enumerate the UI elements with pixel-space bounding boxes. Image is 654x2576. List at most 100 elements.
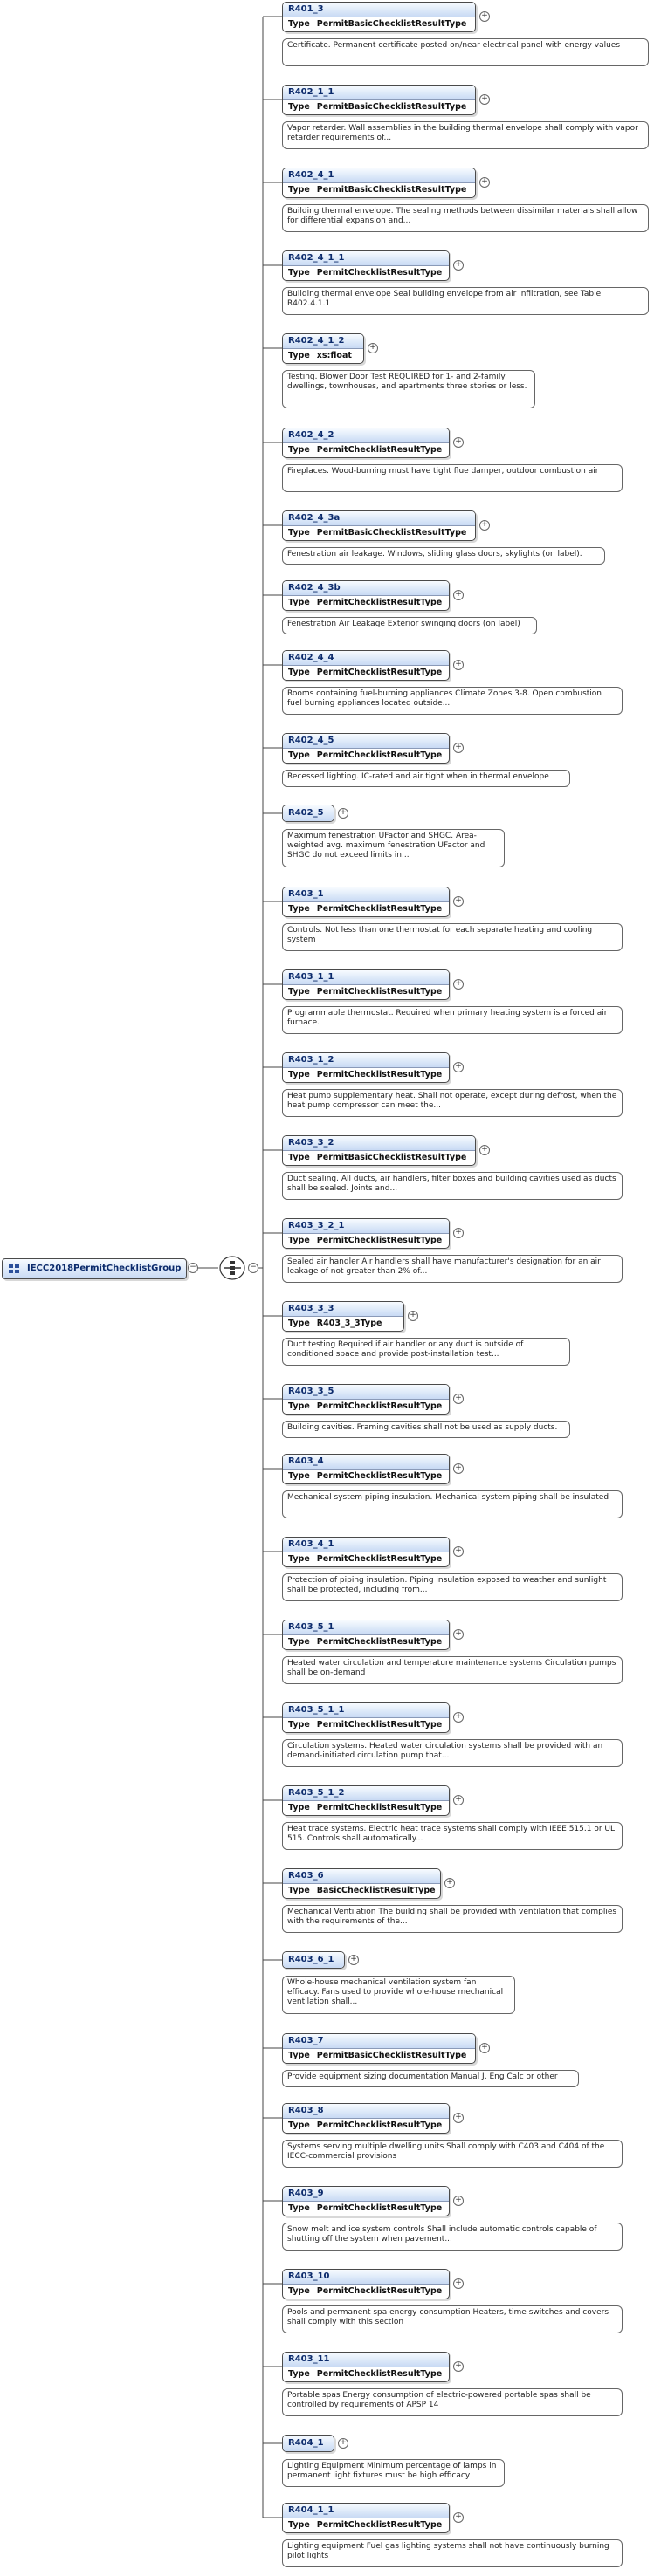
element-name: R403_6_1 <box>283 1952 344 1968</box>
documentation-note: Circulation systems. Heated water circul… <box>282 1739 623 1767</box>
expand-icon[interactable]: + <box>453 260 464 271</box>
type-value: PermitChecklistResultType <box>316 904 443 914</box>
type-label: Type <box>288 2520 310 2530</box>
expand-icon[interactable]: + <box>453 1394 464 1404</box>
element-name: R404_1 <box>283 2436 334 2451</box>
expand-icon[interactable]: + <box>453 1795 464 1805</box>
documentation-note: Recessed lighting. IC-rated and air tigh… <box>282 770 570 787</box>
expand-icon[interactable]: + <box>453 590 464 600</box>
expand-icon[interactable]: + <box>453 896 464 907</box>
expand-icon[interactable]: + <box>453 2512 464 2523</box>
expand-icon[interactable]: + <box>338 808 348 819</box>
expand-icon[interactable]: + <box>444 1878 455 1888</box>
expand-icon[interactable]: + <box>453 1228 464 1238</box>
compositor-collapse-toggle[interactable]: − <box>248 1263 258 1273</box>
documentation-note: Protection of piping insulation. Piping … <box>282 1573 623 1601</box>
type-value: PermitChecklistResultType <box>316 750 443 760</box>
documentation-note: Lighting Equipment Minimum percentage of… <box>282 2459 505 2487</box>
expand-icon[interactable]: + <box>453 1062 464 1072</box>
expand-icon[interactable]: + <box>453 2278 464 2289</box>
element-group-icon <box>9 1264 19 1273</box>
expand-icon[interactable]: + <box>453 979 464 990</box>
expand-icon[interactable]: + <box>453 743 464 753</box>
documentation-note: Rooms containing fuel-burning appliances… <box>282 687 623 715</box>
type-label: Type <box>288 2203 310 2213</box>
element-r402-5[interactable]: R402_5 <box>282 805 334 822</box>
element-name: R403_5_1 <box>283 1620 449 1635</box>
expand-icon[interactable]: + <box>453 1629 464 1640</box>
element-name: R403_3_3 <box>283 1302 403 1317</box>
expand-icon[interactable]: + <box>453 2113 464 2123</box>
type-value: PermitBasicChecklistResultType <box>316 2051 467 2060</box>
expand-icon[interactable]: + <box>453 1546 464 1557</box>
element-r404-1[interactable]: R404_1 <box>282 2435 334 2452</box>
documentation-note: Vapor retarder. Wall assemblies in the b… <box>282 121 649 149</box>
expand-icon[interactable]: + <box>348 1955 359 1965</box>
type-value: PermitChecklistResultType <box>316 2520 443 2530</box>
sequence-compositor-icon[interactable] <box>218 1254 246 1282</box>
root-collapse-toggle[interactable]: − <box>188 1263 198 1273</box>
expand-icon[interactable]: + <box>453 1463 464 1474</box>
expand-icon[interactable]: + <box>479 11 490 22</box>
expand-icon[interactable]: + <box>453 1712 464 1723</box>
expand-icon[interactable]: + <box>453 660 464 670</box>
type-label: Type <box>288 1236 310 1245</box>
expand-icon[interactable]: + <box>453 2196 464 2206</box>
expand-icon[interactable]: + <box>338 2438 348 2449</box>
element-name: R402_5 <box>283 805 334 821</box>
element-r403-6-1[interactable]: R403_6_1 <box>282 1951 345 1969</box>
element-type-row: Type PermitChecklistResultType <box>283 2518 449 2532</box>
element-name: R403_3_5 <box>283 1385 449 1400</box>
expand-icon[interactable]: + <box>453 437 464 448</box>
expand-icon[interactable]: + <box>479 520 490 531</box>
root-element[interactable]: IECC2018PermitChecklistGroup <box>2 1258 187 1279</box>
type-label: Type <box>288 1471 310 1481</box>
expand-icon[interactable]: + <box>408 1311 418 1321</box>
expand-icon[interactable]: + <box>479 1145 490 1155</box>
type-label: Type <box>288 1720 310 1730</box>
expand-icon[interactable]: + <box>479 94 490 105</box>
type-label: Type <box>288 2120 310 2130</box>
documentation-note: Sealed air handler Air handlers shall ha… <box>282 1255 623 1283</box>
expand-icon[interactable]: + <box>453 2361 464 2372</box>
expand-icon[interactable]: + <box>368 343 378 353</box>
expand-icon[interactable]: + <box>479 177 490 188</box>
expand-icon[interactable]: + <box>479 2043 490 2053</box>
documentation-note: Building thermal envelope. The sealing m… <box>282 204 649 232</box>
